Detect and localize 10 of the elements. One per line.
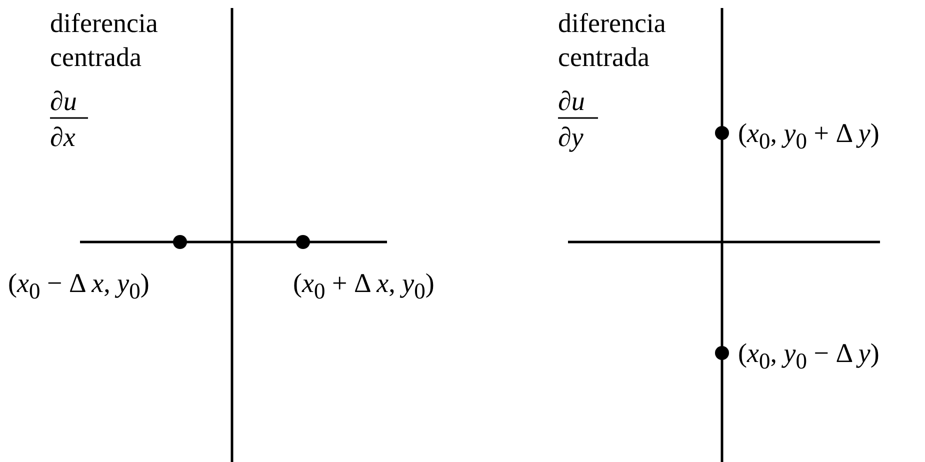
heading-text: diferencia centrada: [558, 7, 667, 74]
point-coordinate-label: (x$_{0}$, y$_{0}$ − Δ y): [738, 337, 880, 376]
derivative-symbol: ∂u: [50, 85, 77, 118]
point-coordinate-label: (x$_{0}$ − Δ x, y$_{0}$): [8, 267, 150, 306]
derivative-symbol: ∂y: [558, 121, 584, 154]
point-coordinate-label: (x$_{0}$, y$_{0}$ + Δ y): [738, 117, 880, 156]
derivative-symbol: ∂x: [50, 121, 76, 154]
heading-text: diferencia centrada: [50, 7, 159, 74]
point-coordinate-label: (x$_{0}$ + Δ x, y$_{0}$): [293, 267, 434, 306]
derivative-symbol: ∂u: [558, 85, 585, 118]
